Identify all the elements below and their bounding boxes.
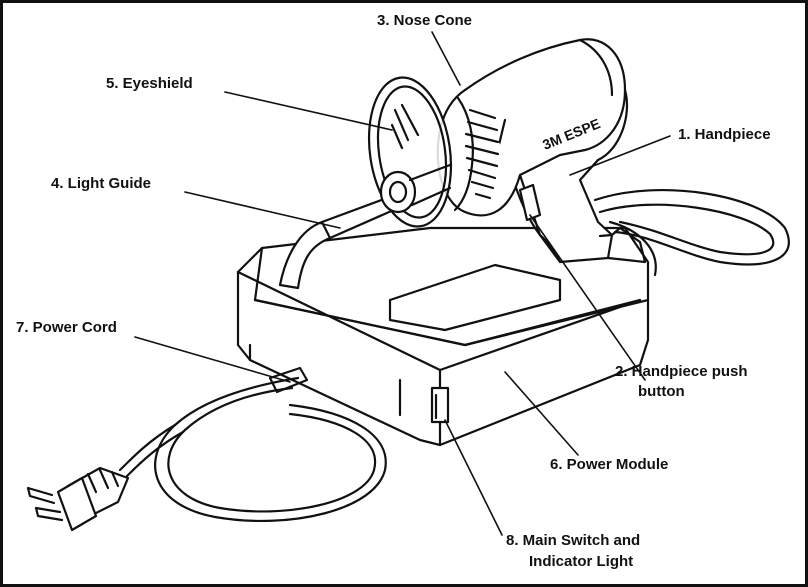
label-handpiece: 1. Handpiece — [678, 126, 771, 143]
label-power-module: 6. Power Module — [550, 456, 669, 473]
label-main-switch-line2: Indicator Light — [529, 553, 634, 570]
leader-nose-cone — [431, 31, 461, 86]
light-guide-tip — [379, 163, 452, 214]
leader-power-module — [504, 371, 579, 456]
leader-power-cord — [134, 336, 291, 383]
main-switch — [430, 386, 450, 424]
label-power-cord: 7. Power Cord — [16, 319, 117, 336]
label-eyeshield: 5. Eyeshield — [106, 75, 193, 92]
handpiece-cord — [593, 189, 790, 277]
leader-lines — [134, 31, 671, 536]
label-light-guide: 4. Light Guide — [51, 175, 151, 192]
nose-cone — [436, 88, 522, 217]
power-module-base — [236, 226, 650, 447]
label-main-switch-line1: 8. Main Switch and — [506, 532, 641, 549]
leader-main-switch — [444, 419, 503, 536]
label-push-button-line1: 2. Handpiece push — [615, 363, 748, 380]
leader-light-guide — [184, 191, 341, 229]
power-cord — [118, 366, 387, 523]
leader-eyeshield — [224, 91, 393, 131]
label-push-button-line2: button — [638, 383, 685, 400]
label-nose-cone: 3. Nose Cone — [377, 12, 473, 29]
power-plug — [26, 466, 130, 532]
leader-push-button — [529, 214, 646, 381]
leader-handpiece — [569, 135, 671, 176]
push-button — [518, 183, 542, 222]
